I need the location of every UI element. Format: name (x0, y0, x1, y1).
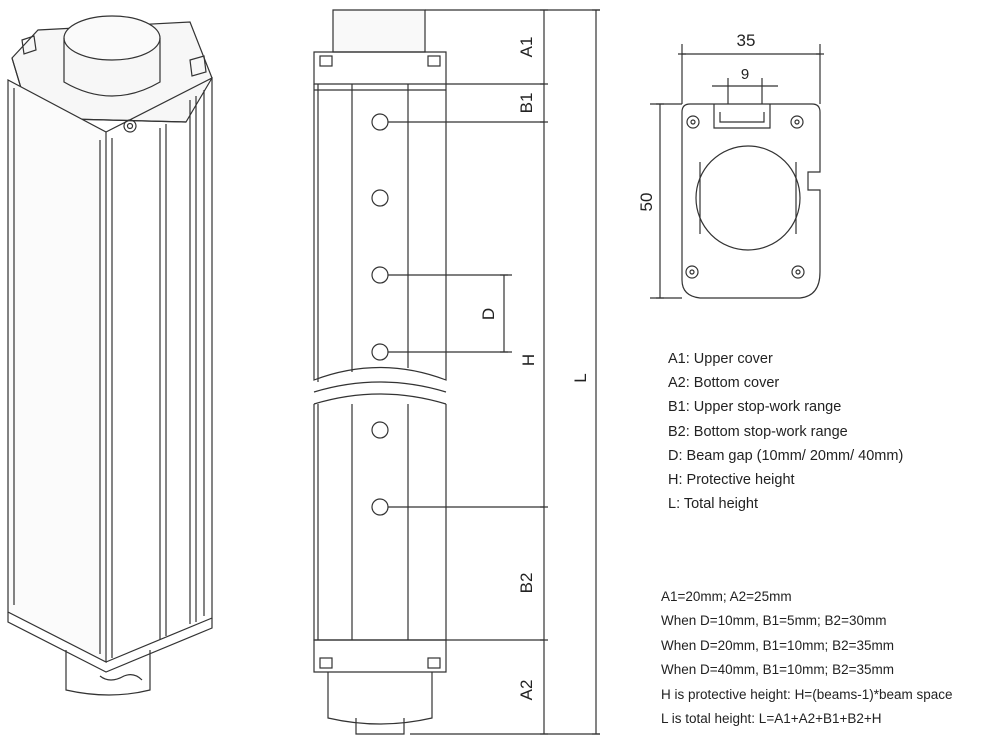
label-a2: A2 (517, 680, 536, 701)
label-width: 35 (737, 31, 756, 50)
legend-item: D: Beam gap (10mm/ 20mm/ 40mm) (668, 447, 904, 464)
legend-item: A2: Bottom cover (668, 375, 780, 392)
legend-item: B2: Bottom stop-work range (668, 423, 848, 440)
legend-item: L: Total height (668, 496, 759, 513)
dimension-formulas: A1=20mm; A2=25mm When D=10mm, B1=5mm; B2… (661, 585, 953, 731)
light-curtain-front-view (313, 9, 600, 735)
legend-item: A1: Upper cover (668, 351, 773, 367)
light-curtain-3d-view (7, 15, 213, 696)
label-b1: B1 (517, 93, 536, 114)
legend-item: B1: Upper stop-work range (668, 399, 842, 416)
label-l: L (571, 373, 590, 382)
formula-line: When D=10mm, B1=5mm; B2=30mm (661, 613, 887, 629)
formula-line: L is total height: L=A1+A2+B1+B2+H (661, 711, 882, 727)
formula-line: When D=20mm, B1=10mm; B2=35mm (661, 637, 894, 653)
dimension-legend: A1: Upper cover A2: Bottom cover B1: Upp… (668, 347, 903, 516)
label-a1: A1 (517, 37, 536, 58)
label-depth: 50 (637, 193, 656, 212)
label-h: H (519, 354, 538, 366)
light-curtain-cross-section (650, 44, 824, 299)
legend-item: H: Protective height (668, 472, 795, 489)
formula-line: When D=40mm, B1=10mm; B2=35mm (661, 662, 894, 678)
formula-line: A1=20mm; A2=25mm (661, 589, 792, 604)
label-slot: 9 (741, 66, 749, 83)
formula-line: H is protective height: H=(beams-1)*beam… (661, 686, 953, 702)
label-d: D (479, 308, 498, 320)
label-b2: B2 (517, 573, 536, 594)
